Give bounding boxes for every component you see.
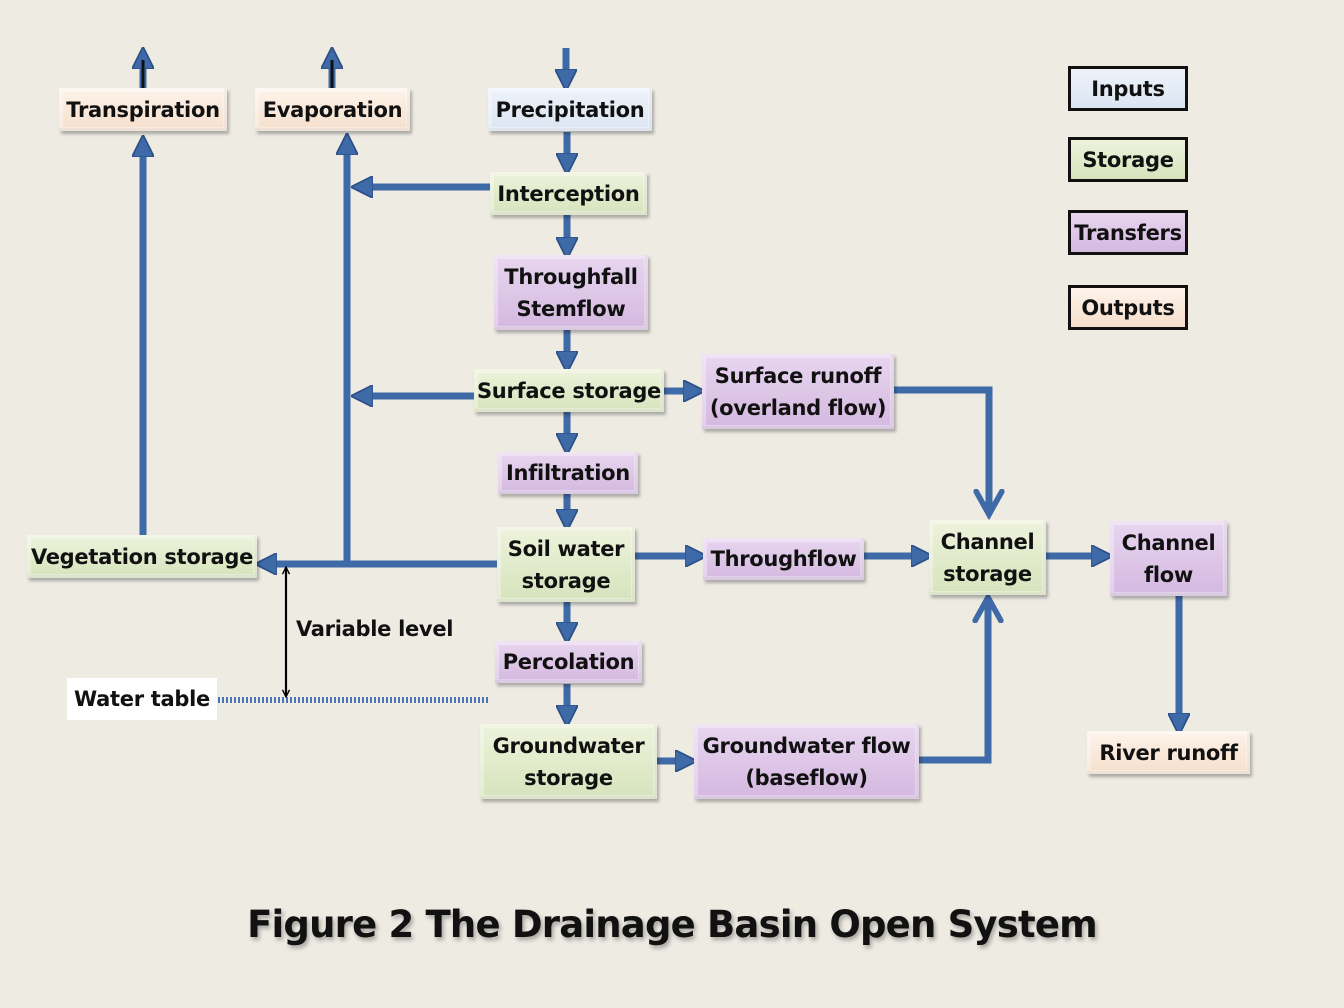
node-surface-runoff-line1: Surface runoff	[714, 363, 882, 388]
node-infiltration: Infiltration	[498, 452, 638, 494]
node-channel-storage-line1: Channel	[940, 529, 1035, 554]
figure-title: Figure 2 The Drainage Basin Open System	[247, 903, 1098, 946]
node-channel-flow-line1: Channel	[1121, 530, 1216, 555]
node-channel-storage: Channel storage	[929, 520, 1046, 595]
node-throughfall-line2: Stemflow	[516, 296, 626, 321]
node-vegetation-storage: Vegetation storage	[27, 535, 257, 578]
node-soil-water-storage: Soil water storage	[497, 527, 635, 602]
node-throughflow: Throughflow	[703, 538, 864, 580]
node-throughfall-line1: Throughfall	[504, 264, 638, 289]
legend-outputs: Outputs	[1068, 285, 1188, 330]
node-throughfall-stemflow: Throughfall Stemflow	[494, 255, 648, 330]
node-groundwater-flow-line2: (baseflow)	[745, 765, 868, 790]
legend-inputs: Inputs	[1068, 66, 1188, 111]
node-river-runoff: River runoff	[1087, 731, 1250, 774]
node-groundwater-storage: Groundwater storage	[480, 724, 657, 799]
node-transpiration: Transpiration	[59, 88, 227, 131]
node-channel-flow-line2: flow	[1144, 562, 1193, 587]
arrow-baseflow-channel	[919, 600, 988, 764]
node-groundwater-flow: Groundwater flow (baseflow)	[694, 724, 919, 799]
node-groundwater-flow-line1: Groundwater flow	[702, 733, 911, 758]
node-channel-flow: Channel flow	[1110, 521, 1227, 596]
legend-transfers: Transfers	[1068, 210, 1188, 255]
node-surface-runoff-line2: (overland flow)	[709, 395, 887, 420]
node-soil-water-line1: Soil water	[507, 536, 625, 561]
legend-storage: Storage	[1068, 137, 1188, 182]
water-table-label: Water table	[67, 678, 217, 720]
node-channel-storage-line2: storage	[943, 561, 1032, 586]
node-surface-storage: Surface storage	[474, 369, 664, 412]
arrow-runoff-channel	[893, 386, 989, 512]
node-soil-water-line2: storage	[521, 568, 611, 593]
node-groundwater-storage-line1: Groundwater	[492, 733, 645, 758]
node-interception: Interception	[490, 172, 647, 215]
node-groundwater-storage-line2: storage	[524, 765, 613, 790]
node-precipitation: Precipitation	[488, 88, 652, 131]
variable-level-label: Variable level	[296, 617, 454, 641]
node-evaporation: Evaporation	[255, 88, 410, 131]
node-percolation: Percolation	[495, 641, 642, 683]
node-surface-runoff: Surface runoff (overland flow)	[702, 354, 894, 429]
